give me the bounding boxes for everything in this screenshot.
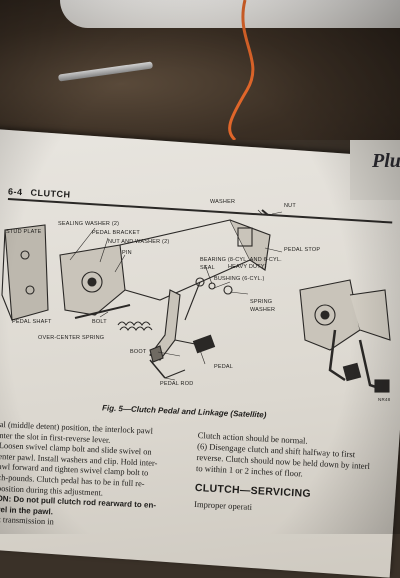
orange-wire	[228, 0, 255, 140]
label-spring-washer-1: SPRING	[250, 299, 273, 305]
label-washer: WASHER	[210, 199, 236, 205]
label-pin: PIN	[122, 250, 132, 256]
label-sealing-washer: SEALING WASHER (2)	[58, 221, 120, 227]
diagram-drawing	[1, 209, 391, 393]
clutch-linkage-diagram: WASHER NUT STUD PLATE SEALING WASHER (2)…	[0, 199, 400, 410]
label-heavy-duty: HEAVY DUTY)	[228, 264, 267, 270]
label-stud-plate: STUD PLATE	[6, 229, 42, 235]
next-page-edge	[350, 140, 400, 200]
label-nut: NUT	[284, 203, 296, 209]
label-pedal-bracket: PEDAL BRACKET	[92, 230, 140, 236]
label-spring-washer-2: WASHER	[250, 307, 276, 313]
label-over-center-spring: OVER-CENTER SPRING	[38, 335, 105, 341]
label-seal: SEAL	[200, 265, 215, 271]
label-bolt: BOLT	[92, 319, 107, 325]
shop-cloth	[60, 0, 400, 28]
label-pedal: PEDAL	[214, 364, 234, 370]
label-bushing: BUSHING (6-CYL.)	[214, 276, 265, 282]
label-bearing: BEARING (8-CYL. AND 6-CYL.	[200, 257, 282, 263]
section-title: CLUTCH	[30, 187, 71, 200]
running-head: Plu	[372, 150, 400, 172]
page-number: 6-4	[7, 186, 23, 198]
left-column-text: al (middle detent) position, the interlo…	[0, 420, 190, 534]
right-column-text: Clutch action should be normal. (6) Dise…	[194, 430, 398, 520]
label-pedal-shaft: PEDAL SHAFT	[12, 319, 52, 325]
label-nut-and-washer: NUT AND WASHER (2)	[108, 239, 170, 245]
label-pedal-stop: PEDAL STOP	[284, 247, 321, 253]
label-boot: BOOT	[130, 349, 147, 355]
page-content: Plu 6-4 CLUTCH	[0, 150, 400, 534]
label-figure-code: NR48	[378, 397, 391, 402]
label-pedal-rod: PEDAL ROD	[160, 381, 194, 387]
